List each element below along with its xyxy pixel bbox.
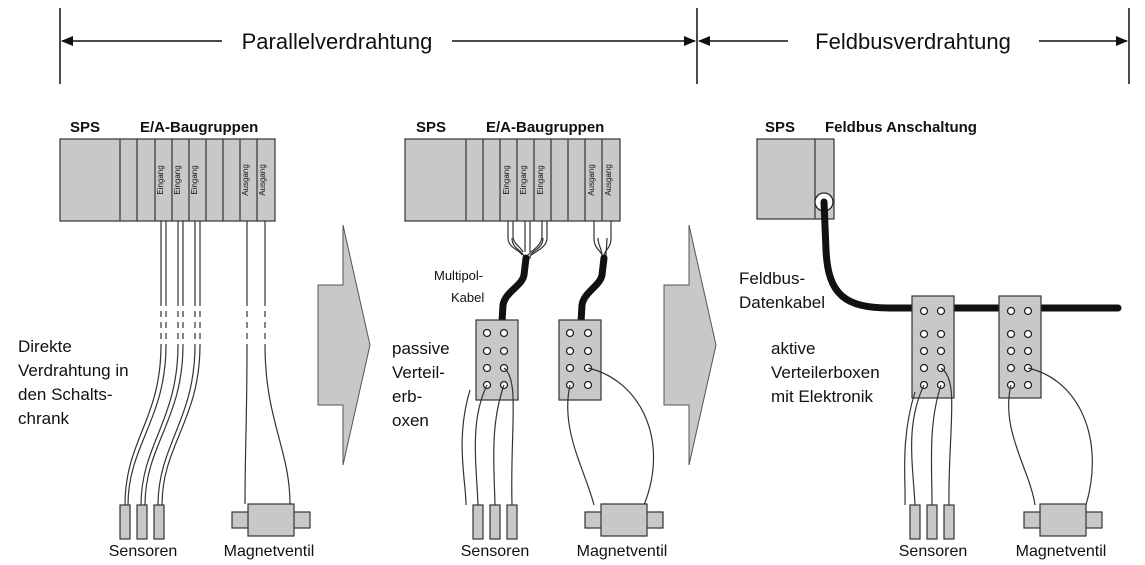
panel1-slot-4: Ausgang bbox=[241, 164, 250, 196]
panel1-sps-label: SPS bbox=[70, 119, 100, 136]
panel2-slot-3: Eingang bbox=[536, 165, 545, 194]
transition-arrow-1 bbox=[317, 224, 371, 466]
svg-text:Verteilerboxen: Verteilerboxen bbox=[771, 363, 880, 382]
svg-text:Verteil-: Verteil- bbox=[392, 363, 445, 382]
svg-text:Kabel: Kabel bbox=[451, 290, 484, 305]
fieldbus-data-cable bbox=[820, 198, 1122, 312]
svg-text:Direkte: Direkte bbox=[18, 337, 72, 356]
svg-text:passive: passive bbox=[392, 339, 450, 358]
panel3-sps-label: SPS bbox=[765, 119, 795, 136]
panel1-solenoid-valve bbox=[231, 503, 311, 537]
panel-parallel-distributed: SPS E/A-Baugruppen Eingang Eingang Einga… bbox=[392, 119, 667, 560]
header-parallel: Parallelverdrahtung bbox=[242, 29, 433, 54]
panel1-valve-label: Magnetventil bbox=[224, 543, 315, 560]
panel3-sensors bbox=[909, 504, 955, 540]
panel2-note: passive Verteil- erb- oxen bbox=[392, 339, 450, 430]
panel2-slot-2: Eingang bbox=[519, 165, 528, 194]
panel3-valve-label: Magnetventil bbox=[1016, 543, 1107, 560]
panel2-io-label: E/A-Baugruppen bbox=[486, 119, 604, 136]
panel3-cable-label: Feldbus- Datenkabel bbox=[739, 269, 825, 312]
panel3-sensors-label: Sensoren bbox=[899, 543, 968, 560]
panel2-solenoid-valve bbox=[584, 503, 664, 537]
panel1-direct-wires bbox=[124, 221, 291, 506]
panel2-sensors bbox=[472, 504, 518, 540]
svg-text:Feldbus-: Feldbus- bbox=[739, 269, 805, 288]
panel2-sps-label: SPS bbox=[416, 119, 446, 136]
panel3-interface-label: Feldbus Anschaltung bbox=[825, 119, 977, 136]
panel3-note: aktive Verteilerboxen mit Elektronik bbox=[771, 339, 880, 406]
panel2-slot-5: Ausgang bbox=[604, 164, 613, 196]
svg-text:Datenkabel: Datenkabel bbox=[739, 293, 825, 312]
panel2-multipole-cables bbox=[498, 221, 612, 326]
panel1-plc-rack bbox=[59, 138, 276, 222]
panel1-note: Direkte Verdrahtung in den Schalts- chra… bbox=[18, 337, 129, 428]
panel2-valve-label: Magnetventil bbox=[577, 543, 668, 560]
panel1-sensors-label: Sensoren bbox=[109, 543, 178, 560]
panel2-sensors-label: Sensoren bbox=[461, 543, 530, 560]
panel3-field-wires bbox=[904, 367, 1093, 506]
panel2-passive-box-1 bbox=[475, 319, 519, 401]
panel3-active-box-2 bbox=[998, 295, 1042, 399]
panel1-slot-5: Ausgang bbox=[258, 164, 267, 196]
panel2-field-wires bbox=[461, 367, 654, 506]
svg-text:erb-: erb- bbox=[392, 387, 422, 406]
panel-fieldbus: SPS Feldbus Anschaltung Feldbus- Datenka… bbox=[739, 119, 1122, 560]
svg-text:mit Elektronik: mit Elektronik bbox=[771, 387, 874, 406]
transition-arrow-2 bbox=[663, 224, 717, 466]
panel1-slot-3: Eingang bbox=[190, 165, 199, 194]
panel2-cable-label: Multipol- Kabel bbox=[434, 268, 484, 305]
panel-parallel-direct: SPS E/A-Baugruppen Eingang Eingang Einga… bbox=[18, 119, 314, 560]
panel1-io-label: E/A-Baugruppen bbox=[140, 119, 258, 136]
svg-text:den Schalts-: den Schalts- bbox=[18, 385, 113, 404]
header-dimension-lines: Parallelverdrahtung Feldbusverdrahtung bbox=[59, 8, 1130, 84]
header-fieldbus: Feldbusverdrahtung bbox=[815, 29, 1011, 54]
panel2-passive-box-2 bbox=[558, 319, 602, 401]
svg-text:oxen: oxen bbox=[392, 411, 429, 430]
panel1-slot-dividers bbox=[119, 139, 258, 221]
svg-text:chrank: chrank bbox=[18, 409, 70, 428]
panel3-solenoid-valve bbox=[1023, 503, 1103, 537]
svg-text:Verdrahtung in: Verdrahtung in bbox=[18, 361, 129, 380]
panel1-slot-1: Eingang bbox=[156, 165, 165, 194]
panel1-sensors bbox=[119, 504, 165, 540]
svg-text:Multipol-: Multipol- bbox=[434, 268, 483, 283]
panel2-slot-1: Eingang bbox=[502, 165, 511, 194]
panel2-slot-4: Ausgang bbox=[587, 164, 596, 196]
panel2-slot-dividers bbox=[465, 139, 603, 221]
panel3-active-box-1 bbox=[911, 295, 955, 399]
svg-text:aktive: aktive bbox=[771, 339, 815, 358]
panel1-slot-2: Eingang bbox=[173, 165, 182, 194]
